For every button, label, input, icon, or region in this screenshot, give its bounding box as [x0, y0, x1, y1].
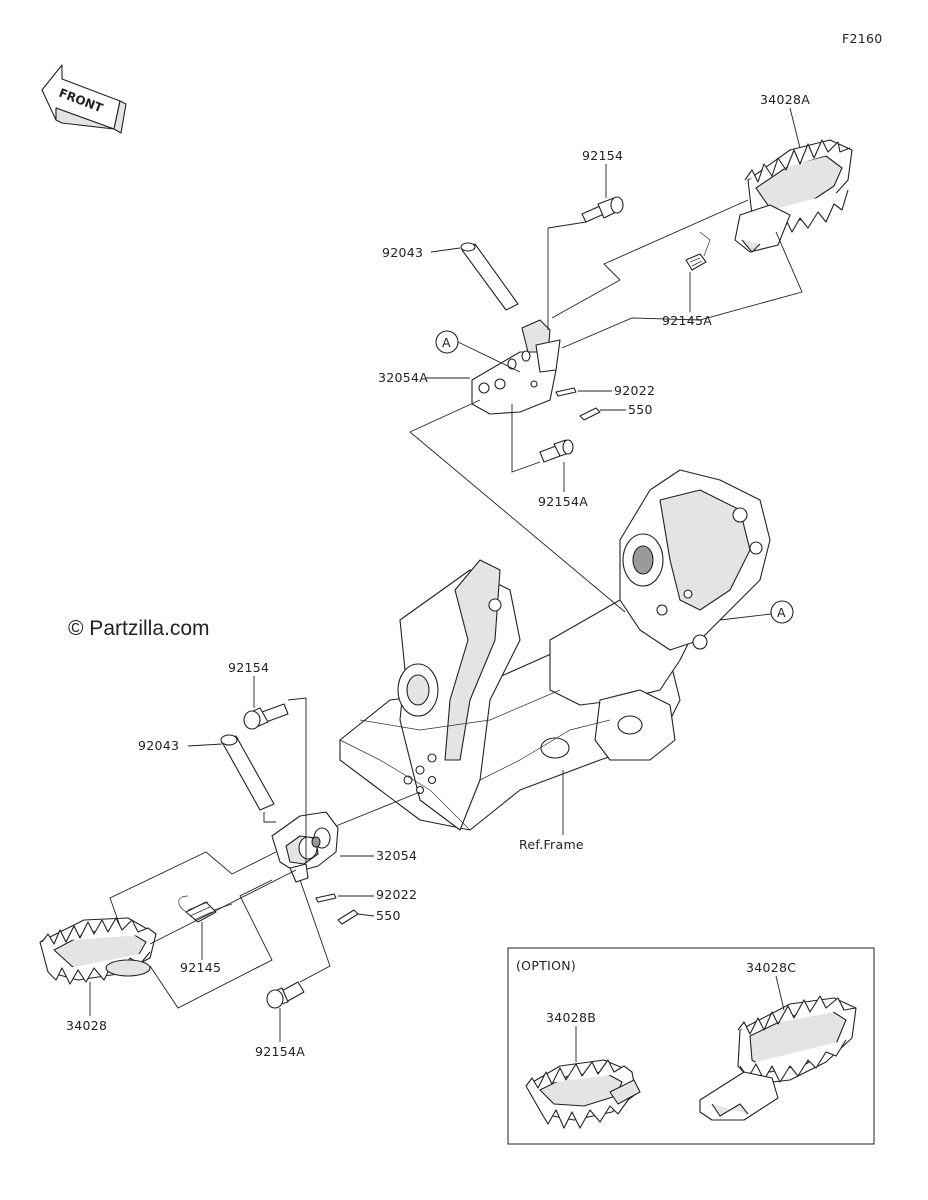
callout-a-upper: A	[435, 330, 459, 354]
label-34028B: 34028B	[546, 1010, 596, 1025]
frame-assembly	[339, 469, 771, 831]
footpeg-34028C[interactable]	[699, 995, 857, 1121]
bolt-92154-upper[interactable]	[581, 196, 624, 223]
label-92022-upper: 92022	[614, 383, 655, 398]
cotter-550-upper[interactable]	[579, 407, 601, 421]
label-34028A: 34028A	[760, 92, 810, 107]
label-92154A-upper: 92154A	[538, 494, 588, 509]
label-92043-upper: 92043	[382, 245, 423, 260]
bracket-32054[interactable]	[271, 811, 339, 883]
spring-92145A[interactable]	[685, 231, 711, 271]
option-box: (OPTION) 34028B 34028C	[507, 947, 875, 1145]
label-32054: 32054	[376, 848, 417, 863]
watermark: © Partzilla.com	[68, 617, 210, 640]
label-34028C: 34028C	[746, 960, 796, 975]
label-92154A-lower: 92154A	[255, 1044, 305, 1059]
footpeg-34028B[interactable]	[525, 1059, 641, 1129]
figure-code: F2160	[842, 31, 883, 46]
spring-92145[interactable]	[178, 895, 233, 923]
callout-a-right: A	[770, 600, 794, 624]
pin-92043-lower[interactable]	[220, 734, 275, 811]
assembly-lines-upper	[409, 199, 803, 613]
assembly-lines-lower	[109, 697, 421, 1009]
label-92022-lower: 92022	[376, 887, 417, 902]
pin-92043-upper[interactable]	[460, 242, 519, 311]
label-32054A: 32054A	[378, 370, 428, 385]
label-92154-upper: 92154	[582, 148, 623, 163]
label-ref-frame: Ref.Frame	[519, 837, 584, 852]
bracket-32054A[interactable]	[471, 319, 561, 415]
label-92145A: 92145A	[662, 313, 712, 328]
washer-92022-upper[interactable]	[555, 387, 577, 397]
footpeg-34028A[interactable]	[734, 139, 853, 253]
label-92154-lower: 92154	[228, 660, 269, 675]
bolt-92154A-upper[interactable]	[539, 439, 574, 463]
label-34028: 34028	[66, 1018, 107, 1033]
option-box-title: (OPTION)	[516, 958, 576, 973]
label-92043-lower: 92043	[138, 738, 179, 753]
cotter-550-lower[interactable]	[337, 909, 359, 925]
label-550-upper: 550	[628, 402, 653, 417]
label-92145: 92145	[180, 960, 221, 975]
callout-a-upper-text: A	[442, 335, 451, 350]
washer-92022-lower[interactable]	[315, 893, 337, 903]
callout-a-right-text: A	[777, 605, 786, 620]
front-arrow-icon: FRONT	[41, 64, 127, 134]
footpeg-34028[interactable]	[39, 917, 157, 985]
bolt-92154-lower[interactable]	[243, 703, 289, 730]
bolt-92154A-lower[interactable]	[266, 981, 305, 1009]
label-550-lower: 550	[376, 908, 401, 923]
